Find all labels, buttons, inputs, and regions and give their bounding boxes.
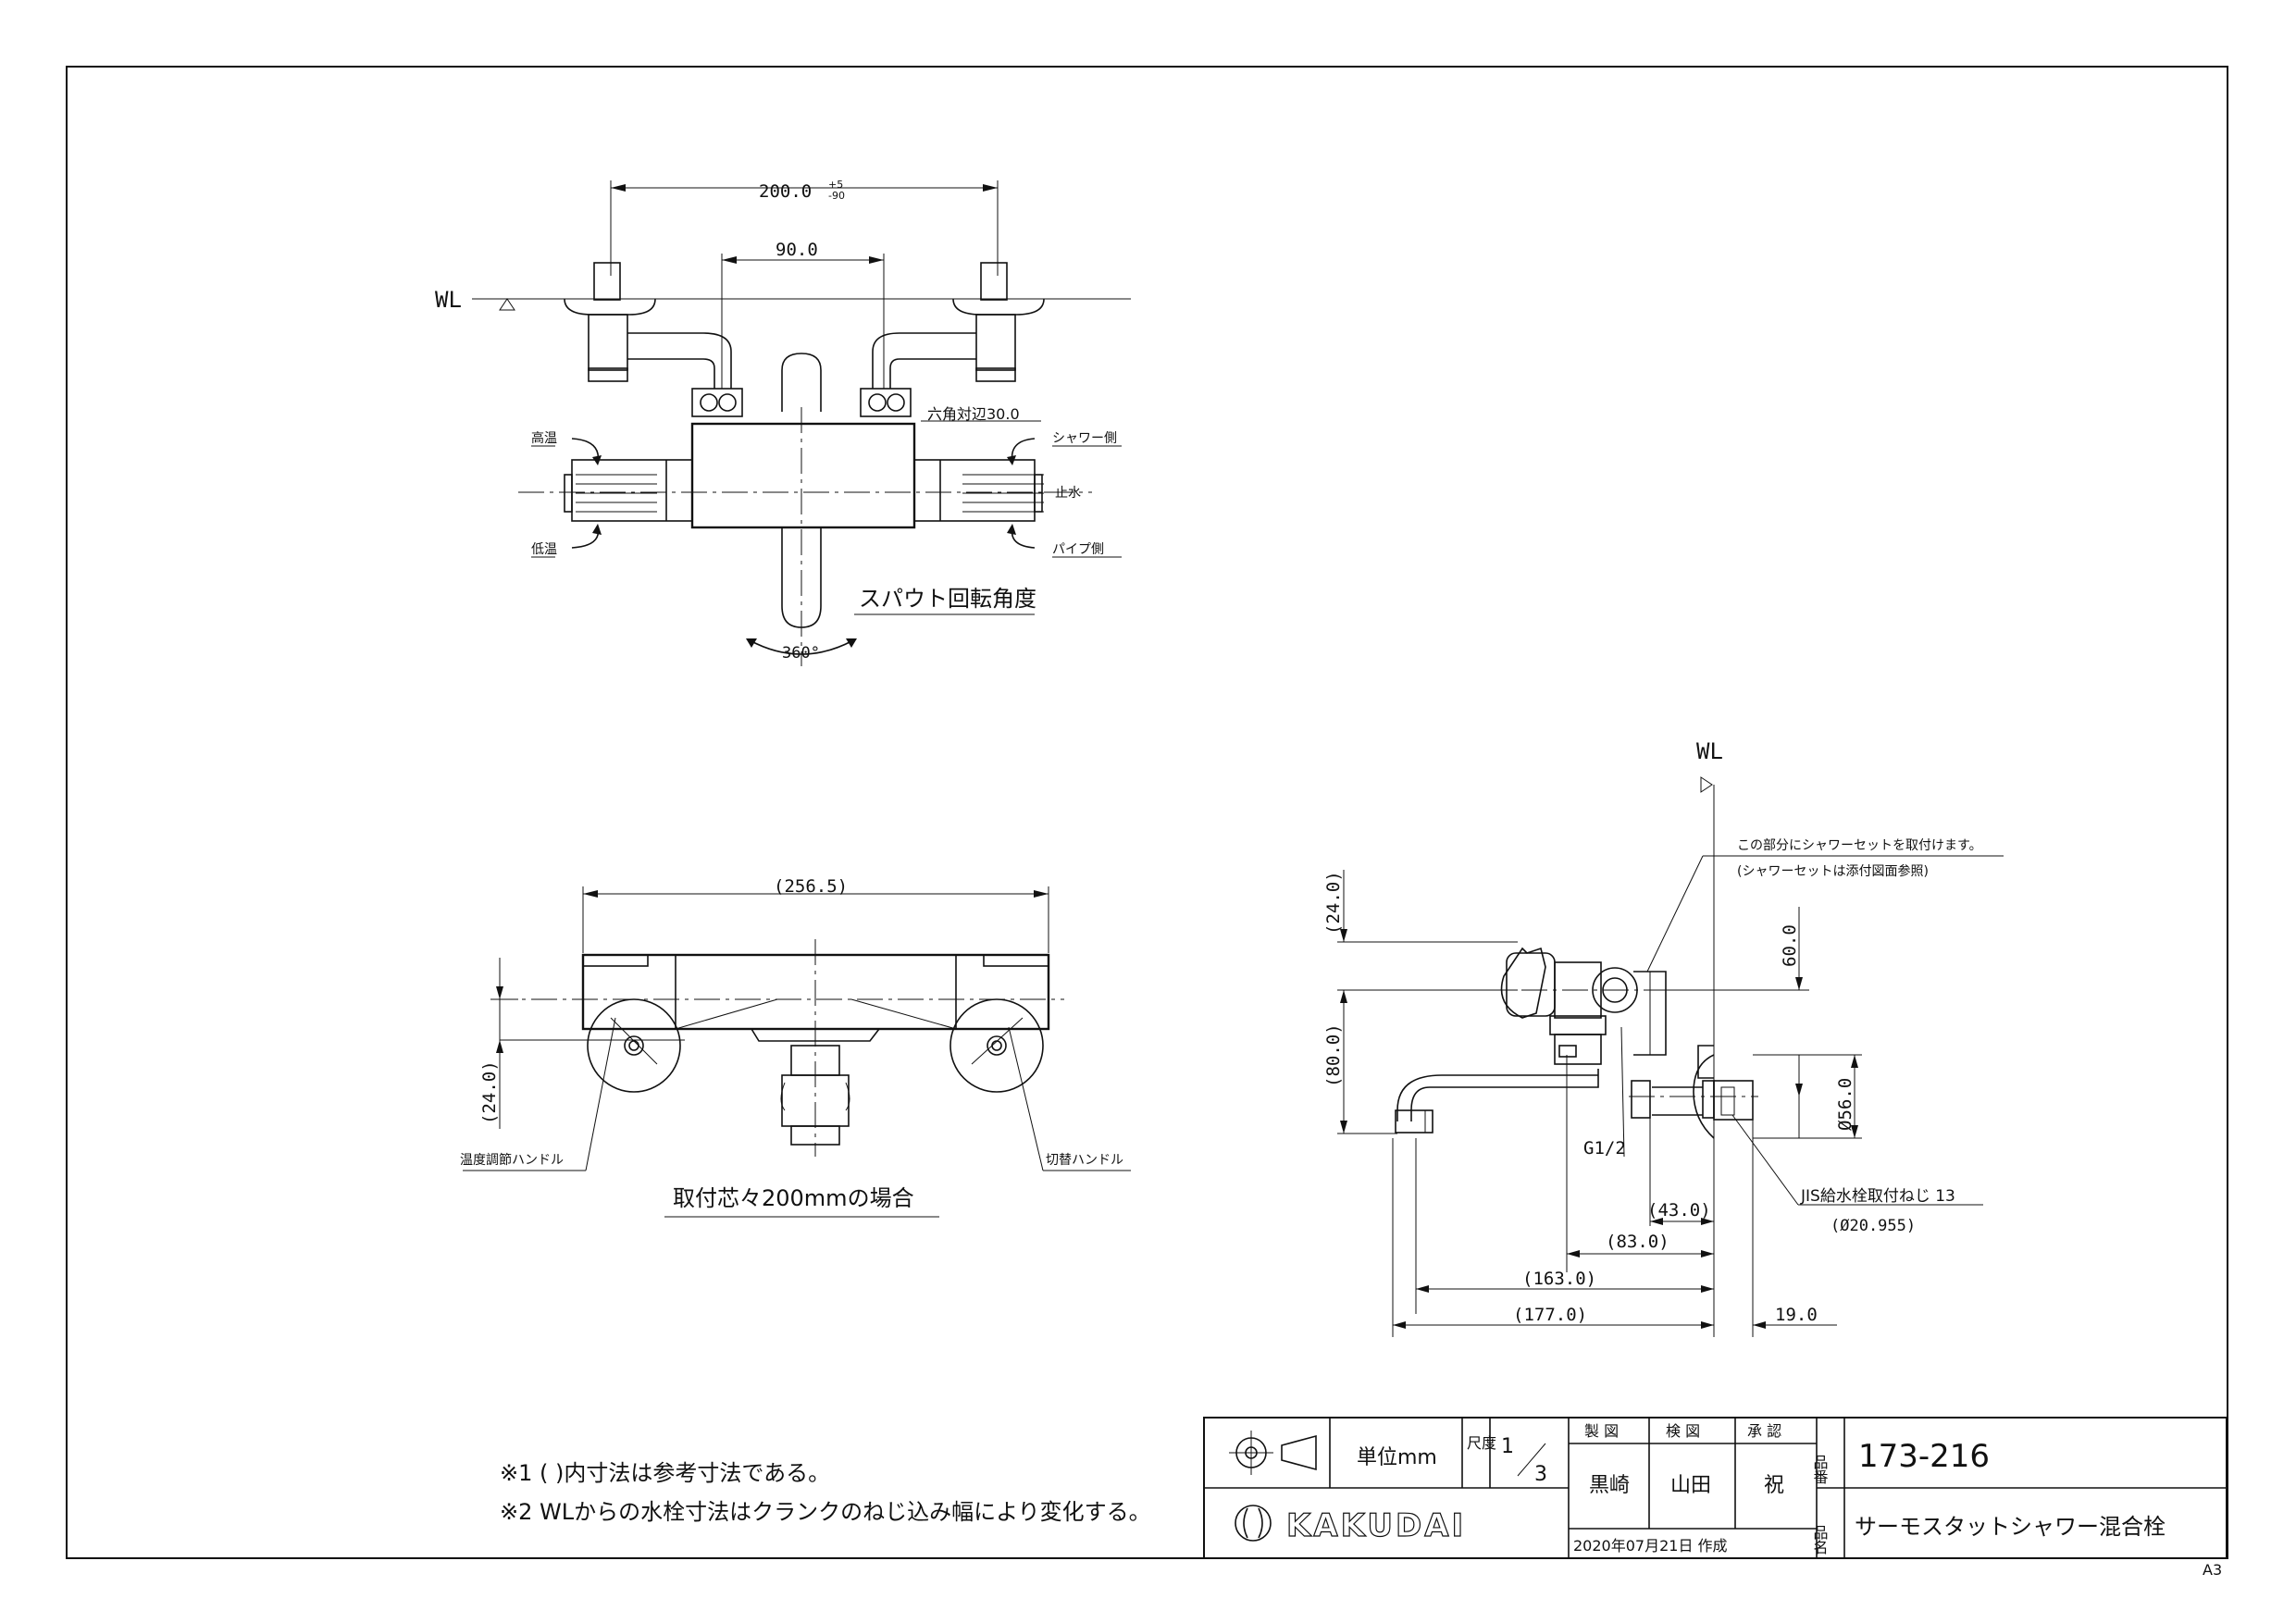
sheet-size-label: A3: [2203, 1561, 2222, 1579]
tb-product-name: サーモスタットシャワー混合栓: [1855, 1514, 2166, 1540]
label-low-temp: 低温: [531, 542, 557, 557]
tb-name-label: 品名: [1811, 1525, 1829, 1555]
dim-177-side: (177.0): [1513, 1305, 1587, 1325]
title-block: 単位mm 尺度 1 3 製 図 検 図 承 認 黒崎 山田 祝 2020年07月…: [1203, 1417, 2228, 1559]
front-view-caption: 取付芯々200mmの場合: [673, 1185, 914, 1211]
label-jis-dia: (Ø20.955): [1831, 1217, 1916, 1235]
dim-24-front: (24.0): [479, 1060, 500, 1124]
dim-56-side: Ø56.0: [1835, 1078, 1855, 1131]
note-shower-attach: この部分にシャワーセットを取付けます。: [1737, 838, 1982, 853]
label-g12: G1/2: [1583, 1138, 1626, 1158]
tol-plus: +5: [828, 179, 843, 191]
dim-24-side: (24.0): [1323, 871, 1344, 935]
spout-rotation-label: スパウト回転角度: [859, 586, 1036, 612]
front-view: (256.5) (24.0) 温度: [460, 876, 1131, 1218]
label-stop-water: 止水: [1055, 486, 1081, 501]
label-shower-side: シャワー側: [1052, 431, 1117, 446]
dim-90: 90.0: [776, 240, 818, 260]
dim-43-side: (43.0): [1647, 1200, 1711, 1220]
note-2: ※2 WLからの水栓寸法はクランクのねじ込み幅により変化する。: [500, 1499, 1151, 1525]
tb-scale-den: 3: [1534, 1463, 1547, 1486]
note-shower-ref: (シャワーセットは添付図面参照): [1737, 863, 1929, 879]
label-pipe-side: パイプ側: [1052, 542, 1104, 557]
dim-200: 200.0: [759, 181, 812, 202]
tb-check-label: 検 図: [1666, 1422, 1700, 1440]
dim-256: (256.5): [774, 876, 848, 897]
wl-label-side: WL: [1696, 738, 1723, 764]
tb-checked-by: 山田: [1670, 1474, 1711, 1497]
label-temp-handle: 温度調節ハンドル: [460, 1152, 564, 1168]
tb-scale-num: 1: [1501, 1435, 1514, 1458]
hex-size-label: 六角対辺30.0: [927, 405, 1020, 423]
dim-83-side: (83.0): [1606, 1232, 1669, 1252]
tb-date: 2020年07月21日 作成: [1573, 1537, 1728, 1555]
label-high-temp: 高温: [531, 430, 557, 446]
label-switch-handle: 切替ハンドル: [1046, 1153, 1123, 1168]
tb-made-label: 製 図: [1584, 1422, 1619, 1440]
sheet-border: [66, 66, 2228, 1559]
side-view: WL この部分にシャワーセットを取付けます。 (シャワーセットは添付図面参照): [1323, 738, 2004, 1337]
tb-part-no: 173-216: [1858, 1438, 1990, 1475]
tb-part-no-label: 品番: [1811, 1455, 1829, 1484]
top-view: 200.0 +5 -90 90.0 WL: [435, 179, 1131, 666]
note-1: ※1 ( )内寸法は参考寸法である。: [500, 1460, 830, 1486]
dim-60-side: 60.0: [1780, 924, 1800, 967]
dim-163-side: (163.0): [1522, 1269, 1596, 1289]
tb-made-by: 黒崎: [1589, 1474, 1630, 1497]
dim-80-side: (80.0): [1323, 1023, 1344, 1087]
label-jis: JIS給水栓取付ねじ 13: [1800, 1187, 1955, 1206]
kakudai-logo: KAKUDAI: [1235, 1505, 1466, 1545]
wl-label-top: WL: [435, 287, 462, 313]
tb-scale-label: 尺度: [1467, 1434, 1496, 1452]
brand-name: KAKUDAI: [1286, 1507, 1466, 1544]
tol-minus: -90: [828, 190, 845, 202]
tb-approved-by: 祝: [1764, 1474, 1784, 1497]
angle-360: 360°: [782, 644, 820, 663]
tb-approve-label: 承 認: [1747, 1422, 1781, 1440]
tb-unit: 単位mm: [1357, 1446, 1437, 1469]
dim-19-side: 19.0: [1775, 1305, 1818, 1325]
